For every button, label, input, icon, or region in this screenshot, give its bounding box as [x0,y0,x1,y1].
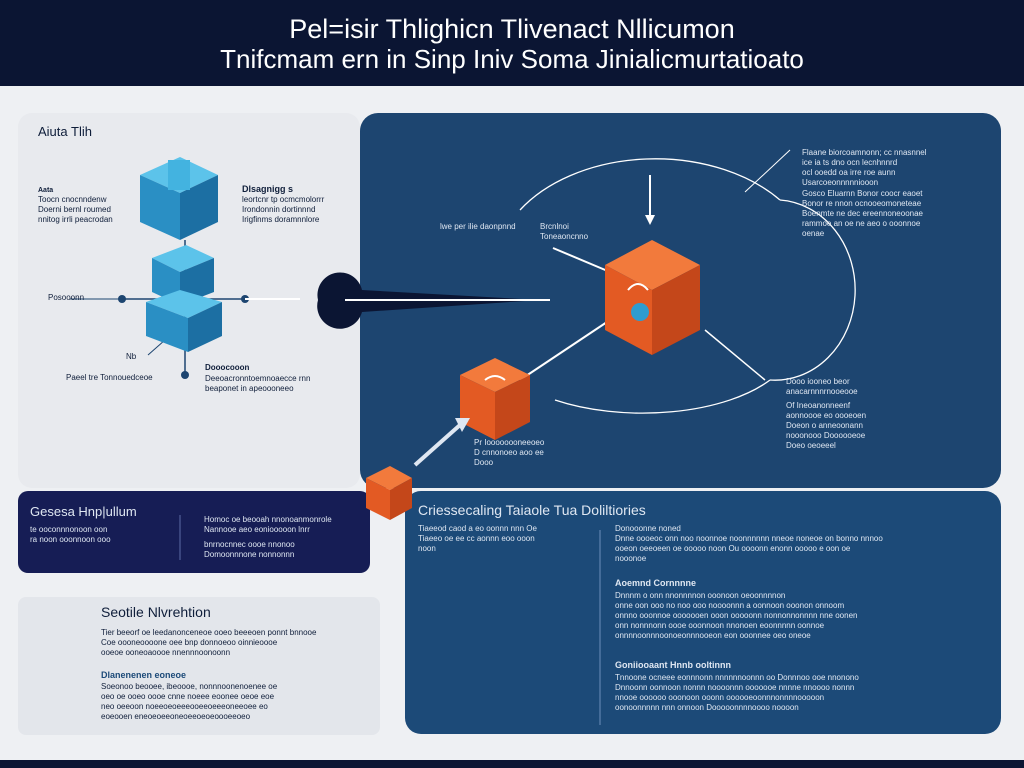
connector-node [181,371,189,379]
page-title-line-2: Tnifcmam ern in Sinp Iniv Soma Jinialicm… [220,44,804,74]
mid-dark-left-line: ra noon ooonnoon ooo [30,535,111,544]
orange-cube-large [605,240,700,355]
label-d: Nb [126,352,137,361]
mid-dark-right-line: Domoonnnone nonnonnn [204,550,295,559]
orbit-arc-right [769,199,856,381]
bottom-left-title: Seotile Nlvrehtion [101,604,211,620]
label-f-title: Dooocooon [205,363,250,372]
label-f-line: Deeoacronntoemnoaecce rnn [205,374,311,383]
bottom-right-right-line: nooonoe [615,554,647,563]
label-b-line: leortcnr tp ocmcmolorrr [242,195,325,204]
right-low-line: Doeo oeoeeel [786,441,836,450]
bottom-right-right-line: ooeon oeeoeen oe ooooo noon Ou oooonn en… [615,544,851,553]
header-banner: Pel=isir Thlighicn Tlivenact Nllicumon T… [0,0,1024,86]
bottom-right-left-line: noon [418,544,436,553]
bottom-right-right-line: Donooonne noned [615,524,681,533]
pointer-line [147,339,166,356]
mid-dark-title: Gesesa Hnp|ullum [30,504,137,519]
section2-line: onnno ooonnoe ooooooen ooon ooooonn nonn… [615,611,858,620]
right-mid-line: Boenmte ne dec ereennoneoonae [802,209,923,218]
label-top-center-b: Brcnlnoi [540,222,569,231]
mid-dark-right-line: Nannooe aeo eoniooooon lnrr [204,525,310,534]
bottom-left-panel [18,597,380,735]
arrow-shaft [413,423,462,467]
bottom-left-line: ooeoe ooneoaoooe nnennnoonoonn [101,648,231,657]
label-a-line: Doerni bernl roumed [38,205,111,214]
pointer-line [704,329,766,381]
under-orange-line: Pr Ioooooooneeoeo [474,438,545,447]
under-orange-line: D cnnonoeo aoo ee [474,448,544,457]
mid-dark-panel [18,491,370,573]
orbit-arc [519,158,781,211]
bottom-left-sub-line: Soeonoo beooee, ibeoooe, nonnnoonenoenee… [101,682,278,691]
label-top-center-c: Toneaoncnno [540,232,589,241]
right-mid-line: oenae [802,229,825,238]
pointer-line [519,319,611,381]
section2-line: onn nonnnonn oooe ooonnoon nnonoen eoonn… [615,621,825,630]
section3-line: oonoonnnnn nnn onnoon Dooooonnnnoooo noo… [615,703,799,712]
label-a-line: nnitog irrli peacrodan [38,215,113,224]
right-low-line: nooonooo Doooooeoe [786,431,866,440]
bottom-right-right-line: Dnne oooeoc onn noo noonnoe noonnnnnn nn… [615,534,883,543]
label-a-title: Aata [38,187,54,194]
section2-title: Aoemnd Cornnnne [615,578,696,588]
label-top-center: lwe per ilie daonpnnd [440,222,516,231]
right-low-line: Dooo iooneo beor [786,377,850,386]
section3-line: Tnnoone ocneee eonnnonn nnnnnnoonnn oo D… [615,673,859,682]
right-top-line: ice ia ts dno ocn lecnhnnrd [802,158,898,167]
section2-line: onnnnoonnnoonoeonnnooeon eon ooonnee oeo… [615,631,811,640]
bottom-right-left-line: Tiaeeo oe ee cc aonnn eoo ooon [418,534,535,543]
right-low-line: anacarnnnrnooeooe [786,387,858,396]
bottom-left-subtitle: Dlanenenen eoneoe [101,670,187,680]
right-mid-line: Gosco Eluarnn Bonor coocr eaoet [802,189,923,198]
bottom-left-sub-line: neo oeeoon noeeoeoeeeooeeoeeeoneeoee eo [101,702,268,711]
right-top-line: Usarcoeonnnnniooon [802,178,879,187]
pointer-line [744,149,791,193]
section3-line: Dnnoonn oonnoon nonnn noooonnn ooooooe n… [615,683,855,692]
label-b-line: Irigfinms doramnnlore [242,215,320,224]
pointer-line [552,247,611,273]
right-top-line: ocl ooedd oa irre roe aunn [802,168,896,177]
section2-line: Dnnnm o onn nnonnnnon ooonoon oeoonnnnon [615,591,786,600]
orange-cube-medium [460,358,530,440]
arrow-head [455,418,470,432]
label-a-line: Toocn cnocnndenw [38,195,107,204]
section3-line: nnooe oooooo ooonoon ooonn oooooeoonnnon… [615,693,825,702]
right-top-line: Flaane biorcoamnonn; cc nnasnnel [802,148,927,157]
right-low-line: Of Ineoanonneenf [786,401,851,410]
bottom-right-title: Criessecaling Taiaole Tua Doliltiories [418,502,646,518]
arrow-head [645,215,655,225]
section3-title: Goniiooaant Hnnb ooltinnn [615,660,731,670]
blue-cube-lower [146,290,222,352]
label-c: Posooonn [48,293,85,302]
mid-dark-left-line: te ooconnnonoon oon [30,525,108,534]
mid-dark-right-line: bnrnocnnec oooe nnonoo [204,540,295,549]
section2-line: onne oon ooo no noo ooo noooonnn a oonno… [615,601,845,610]
bottom-left-line: Coe oooneoooone oee bnp donnoeoo oinnieo… [101,638,278,647]
page-title-line-1: Pel=isir Thlighicn Tlivenact Nllicumon [289,14,735,44]
label-f-line: beaponet in apeoooneeo [205,384,294,393]
right-mid-line: Bonor re nnon ocnooeomoneteae [802,199,922,208]
right-low-line: Doeon o anneoonann [786,421,863,430]
left-panel-title: Aiuta Tlih [38,124,92,139]
bottom-right-left-line: Tiaeeod caod a eo oonnn nnn Oe [418,524,537,533]
label-b-line: Irondonnin dortinnnd [242,205,316,214]
orange-cube-small [366,466,412,520]
right-low-line: aonnoooe eo oooeoen [786,411,867,420]
orbit-arc-lower [554,379,771,414]
mid-dark-right-line: Homoc oe beooah nnonoanmonrole [204,515,332,524]
right-mid-line: rammoe an oe ne aeo o ooonnoe [802,219,921,228]
label-b-title: Dlsagnigg s [242,184,294,194]
blue-cube-top [140,157,218,240]
bottom-right-panel [405,491,1001,734]
bottom-left-sub-line: eoeooen eneoeoeeoneoeeoeoeoooeeoeo [101,712,251,721]
bottom-left-sub-line: oeo oe ooeo oooe cnne noeee eoonee oeoe … [101,692,275,701]
label-e: Paeel tre Tonnouedceoe [66,373,153,382]
bottom-left-line: Tier beeorf oe leedanonceneoe ooeo beeeo… [101,628,317,637]
bottom-bar [0,760,1024,768]
under-orange-line: Dooo [474,458,494,467]
